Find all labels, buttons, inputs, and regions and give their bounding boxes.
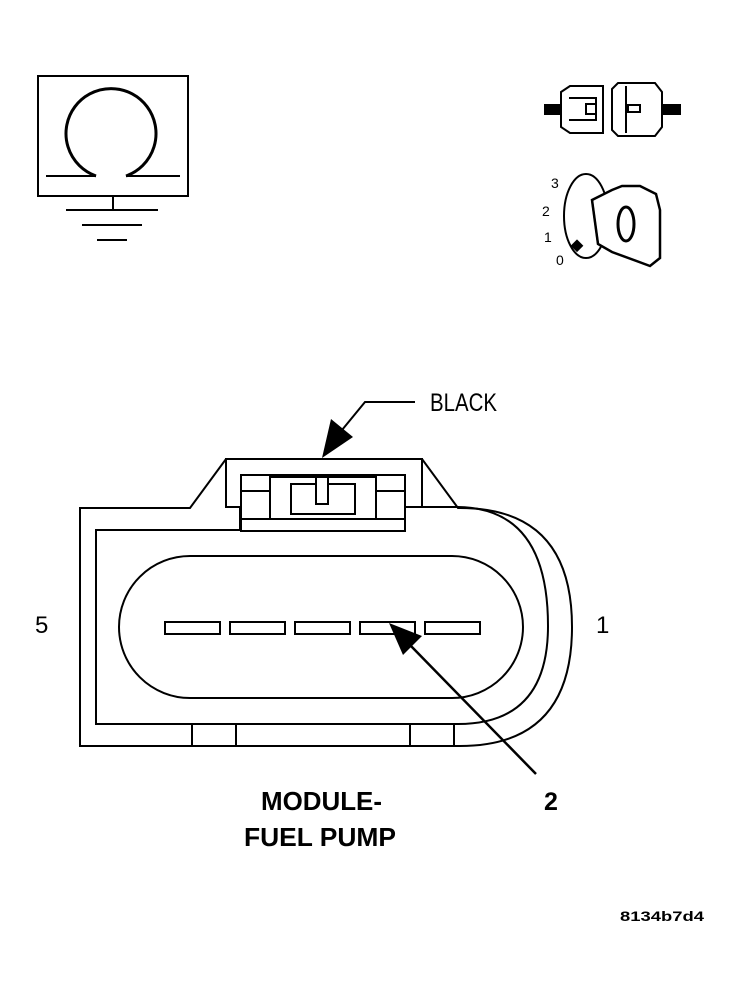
connector-housing bbox=[79, 458, 574, 747]
terminal-3 bbox=[294, 621, 351, 635]
connector-color-label: BLACK bbox=[430, 389, 497, 417]
color-callout-arrow bbox=[322, 401, 415, 458]
terminal-4 bbox=[229, 621, 286, 635]
diagram-title-line2: FUEL PUMP bbox=[244, 822, 396, 852]
ignition-position-3: 3 bbox=[551, 175, 559, 191]
terminal-slots bbox=[164, 621, 481, 635]
disconnected-connector-icon bbox=[544, 82, 681, 137]
ignition-position-1: 1 bbox=[544, 229, 552, 245]
pin-5-label: 5 bbox=[35, 612, 48, 639]
ignition-position-0: 0 bbox=[556, 252, 564, 268]
pin-1-label: 1 bbox=[596, 612, 609, 639]
terminal-5 bbox=[164, 621, 221, 635]
terminal-1 bbox=[424, 621, 481, 635]
figure-id: 8134b7d4 bbox=[620, 908, 704, 924]
ignition-position-2: 2 bbox=[542, 203, 550, 219]
pin-callout-arrow bbox=[389, 623, 537, 775]
ohmmeter-ground-icon bbox=[37, 75, 189, 241]
pin-callout-label: 2 bbox=[544, 788, 558, 816]
ignition-key-off-icon: 3 2 1 0 bbox=[542, 173, 662, 268]
diagram-title-line1: MODULE- bbox=[261, 786, 382, 816]
